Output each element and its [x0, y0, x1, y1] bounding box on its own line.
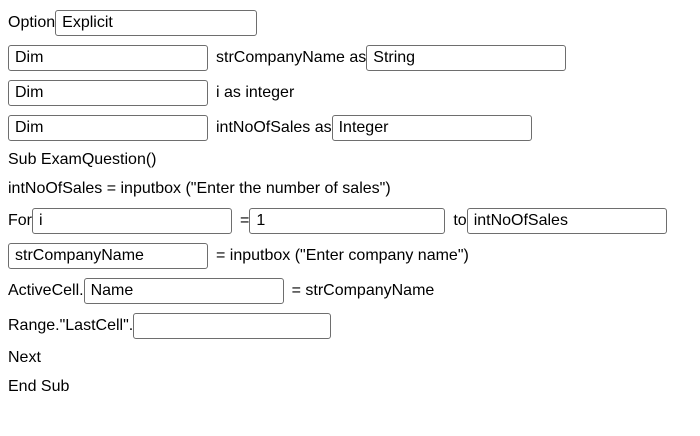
code-line-option: Option: [8, 10, 692, 36]
end-sub-label: End Sub: [8, 378, 70, 395]
intnoofsales-inputbox-label: intNoOfSales = inputbox ("Enter the numb…: [8, 180, 391, 197]
blank-dim-keyword-3[interactable]: [8, 115, 208, 141]
code-line-dim-i: i as integer: [8, 80, 692, 106]
code-line-range: Range."LastCell".: [8, 313, 692, 339]
blank-for-end-value[interactable]: [466, 208, 667, 234]
blank-option-explicit[interactable]: [55, 10, 258, 36]
blank-dim-keyword-2[interactable]: [8, 80, 208, 106]
code-line-dim-intnoofsales: intNoOfSales as: [8, 115, 692, 141]
activecell-prefix-label: ActiveCell.: [8, 282, 84, 299]
code-line-inputbox-sales: intNoOfSales = inputbox ("Enter the numb…: [8, 179, 692, 199]
code-line-next: Next: [8, 348, 692, 368]
sub-examquestion-label: Sub ExamQuestion(): [8, 151, 157, 168]
intnoofsales-as-label: intNoOfSales as: [216, 119, 332, 136]
option-keyword-label: Option: [8, 14, 56, 31]
blank-activecell-property[interactable]: [83, 278, 284, 304]
code-line-dim-strcompanyname: strCompanyName as: [8, 45, 692, 71]
blank-for-start-value[interactable]: [249, 208, 446, 234]
next-keyword-label: Next: [8, 349, 41, 366]
equals-strcompanyname-label: = strCompanyName: [291, 282, 435, 299]
for-keyword-label: For: [8, 212, 32, 229]
equals-sign-label: =: [240, 212, 250, 229]
i-as-integer-label: i as integer: [216, 84, 295, 101]
blank-type-integer[interactable]: [331, 115, 532, 141]
blank-type-string[interactable]: [366, 45, 567, 71]
blank-range-property[interactable]: [133, 313, 332, 339]
range-lastcell-label: Range."LastCell".: [8, 317, 134, 334]
code-line-endsub: End Sub: [8, 377, 692, 397]
blank-for-variable[interactable]: [32, 208, 232, 234]
to-keyword-label: to: [453, 212, 467, 229]
code-line-activecell: ActiveCell. = strCompanyName: [8, 278, 692, 304]
code-line-sub: Sub ExamQuestion(): [8, 150, 692, 170]
code-line-inputbox-company: = inputbox ("Enter company name"): [8, 243, 692, 269]
blank-dim-keyword-1[interactable]: [8, 45, 208, 71]
blank-assignment-variable[interactable]: [8, 243, 208, 269]
strcompanyname-as-label: strCompanyName as: [216, 49, 367, 66]
code-line-for: For = to: [8, 208, 692, 234]
inputbox-company-label: = inputbox ("Enter company name"): [216, 247, 469, 264]
